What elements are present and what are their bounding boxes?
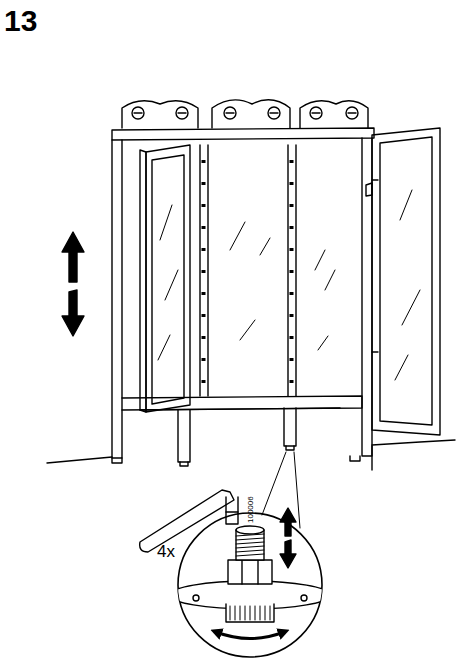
right-door [366,128,440,435]
shelf-holes [202,160,294,383]
hex-key [140,490,238,552]
part-number: 100006 [247,496,255,523]
quantity: 4x [157,543,175,560]
wall-bracket [122,100,368,128]
leader-line [262,452,300,528]
floor-line [47,440,455,470]
cabinet-frame [112,128,374,466]
height-arrow [62,232,84,336]
left-door [140,145,190,412]
step-number: 13 [4,6,37,36]
detail-circle [170,513,330,657]
adjust-arrow [280,508,296,568]
